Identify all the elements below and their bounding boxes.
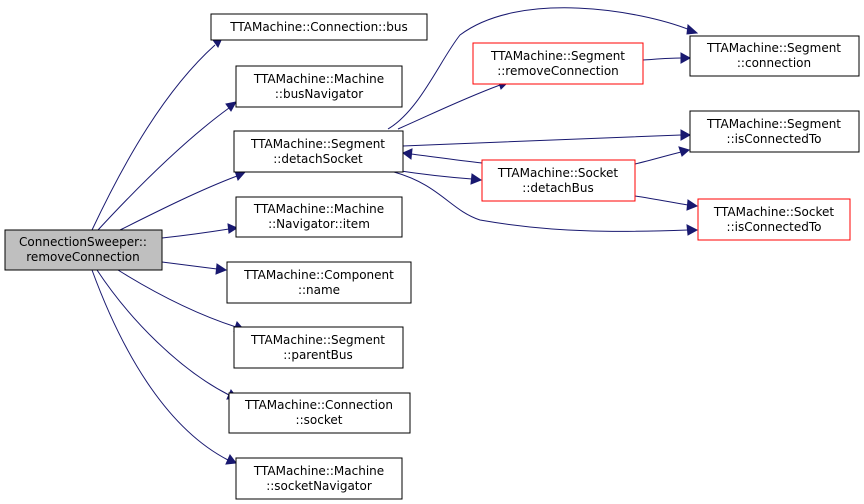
node-label-line1: TTAMachine::Segment bbox=[490, 49, 625, 63]
node-label-line1: TTAMachine::Machine bbox=[253, 202, 384, 216]
node-label-line1: TTAMachine::Segment bbox=[706, 41, 841, 55]
node-label-line2: ::isConnectedTo bbox=[727, 132, 822, 146]
node-segment-isconnectedto[interactable]: TTAMachine::Segment ::isConnectedTo bbox=[689, 110, 860, 153]
edge-detachbus-to-socket-isconnected bbox=[634, 195, 699, 211]
edge-root-to-detach-socket bbox=[119, 170, 247, 231]
node-socket-detachbus[interactable]: TTAMachine::Socket ::detachBus bbox=[481, 159, 636, 202]
node-label-line2: ::detachSocket bbox=[273, 152, 363, 166]
node-label-line2: ::connection bbox=[737, 56, 811, 70]
edge-detachbus-to-segment-isconnected bbox=[634, 146, 691, 165]
node-label-line1: ConnectionSweeper:: bbox=[19, 235, 147, 249]
node-label-line2: ::removeConnection bbox=[497, 64, 619, 78]
node-connectionsweeper-removeconnection[interactable]: ConnectionSweeper:: removeConnection bbox=[4, 229, 163, 271]
node-machine-busnavigator[interactable]: TTAMachine::Machine ::busNavigator bbox=[235, 65, 403, 108]
node-segment-parentbus[interactable]: TTAMachine::Segment ::parentBus bbox=[233, 326, 404, 369]
node-label-line1: TTAMachine::Segment bbox=[250, 137, 385, 151]
edge-detach-socket-to-segment-connection bbox=[387, 7, 699, 130]
node-label-line1: TTAMachine::Segment bbox=[250, 333, 385, 347]
node-label-line2: ::socket bbox=[296, 413, 343, 427]
node-label-line2: ::busNavigator bbox=[275, 87, 363, 101]
edge-root-to-connection-bus bbox=[91, 37, 223, 231]
node-label-line1: TTAMachine::Machine bbox=[253, 464, 384, 478]
edge-root-to-socket-navigator bbox=[91, 269, 237, 465]
edge-detach-socket-to-socket-detachbus bbox=[393, 169, 483, 185]
edge-root-to-connection-socket bbox=[96, 269, 238, 400]
node-machine-navigator-item[interactable]: TTAMachine::Machine ::Navigator::item bbox=[235, 196, 403, 238]
node-label-line2: ::Navigator::item bbox=[268, 217, 370, 231]
node-label-line1: TTAMachine::Connection::bus bbox=[229, 20, 408, 34]
edge-root-to-component-name bbox=[161, 261, 228, 275]
node-label-line2: ::name bbox=[298, 283, 340, 297]
node-label-line1: TTAMachine::Socket bbox=[713, 205, 835, 219]
node-label-line1: TTAMachine::Socket bbox=[497, 166, 619, 180]
edge-root-to-navigator-item bbox=[161, 223, 239, 239]
node-connection-bus[interactable]: TTAMachine::Connection::bus bbox=[210, 13, 428, 41]
node-connection-socket[interactable]: TTAMachine::Connection ::socket bbox=[228, 392, 411, 434]
node-segment-removeconnection[interactable]: TTAMachine::Segment ::removeConnection bbox=[472, 42, 644, 85]
node-label-line2: ::parentBus bbox=[283, 348, 353, 362]
edge-detachbus-to-detach-socket bbox=[402, 148, 483, 164]
node-label-line2: removeConnection bbox=[26, 250, 139, 264]
edge-detach-socket-to-socket-isconnected bbox=[393, 171, 699, 236]
node-machine-socketnavigator[interactable]: TTAMachine::Machine ::socketNavigator bbox=[235, 457, 403, 500]
node-label-line2: ::isConnectedTo bbox=[727, 220, 822, 234]
edge-root-to-bus-navigator bbox=[97, 101, 237, 231]
node-component-name[interactable]: TTAMachine::Component ::name bbox=[226, 261, 412, 304]
node-socket-isconnectedto[interactable]: TTAMachine::Socket ::isConnectedTo bbox=[697, 198, 851, 241]
node-label-line2: ::detachBus bbox=[522, 181, 593, 195]
edge-detach-socket-to-segment-isconnected bbox=[402, 129, 692, 147]
node-segment-detachsocket[interactable]: TTAMachine::Segment ::detachSocket bbox=[233, 130, 404, 173]
node-label-line1: TTAMachine::Component bbox=[243, 268, 394, 282]
node-label-line1: TTAMachine::Segment bbox=[706, 117, 841, 131]
node-label-line2: ::socketNavigator bbox=[266, 479, 372, 493]
node-label-line1: TTAMachine::Machine bbox=[253, 72, 384, 86]
node-segment-connection[interactable]: TTAMachine::Segment ::connection bbox=[689, 35, 860, 77]
node-label-line1: TTAMachine::Connection bbox=[244, 398, 393, 412]
edge-remove-connection-to-segment-connection bbox=[642, 52, 692, 64]
